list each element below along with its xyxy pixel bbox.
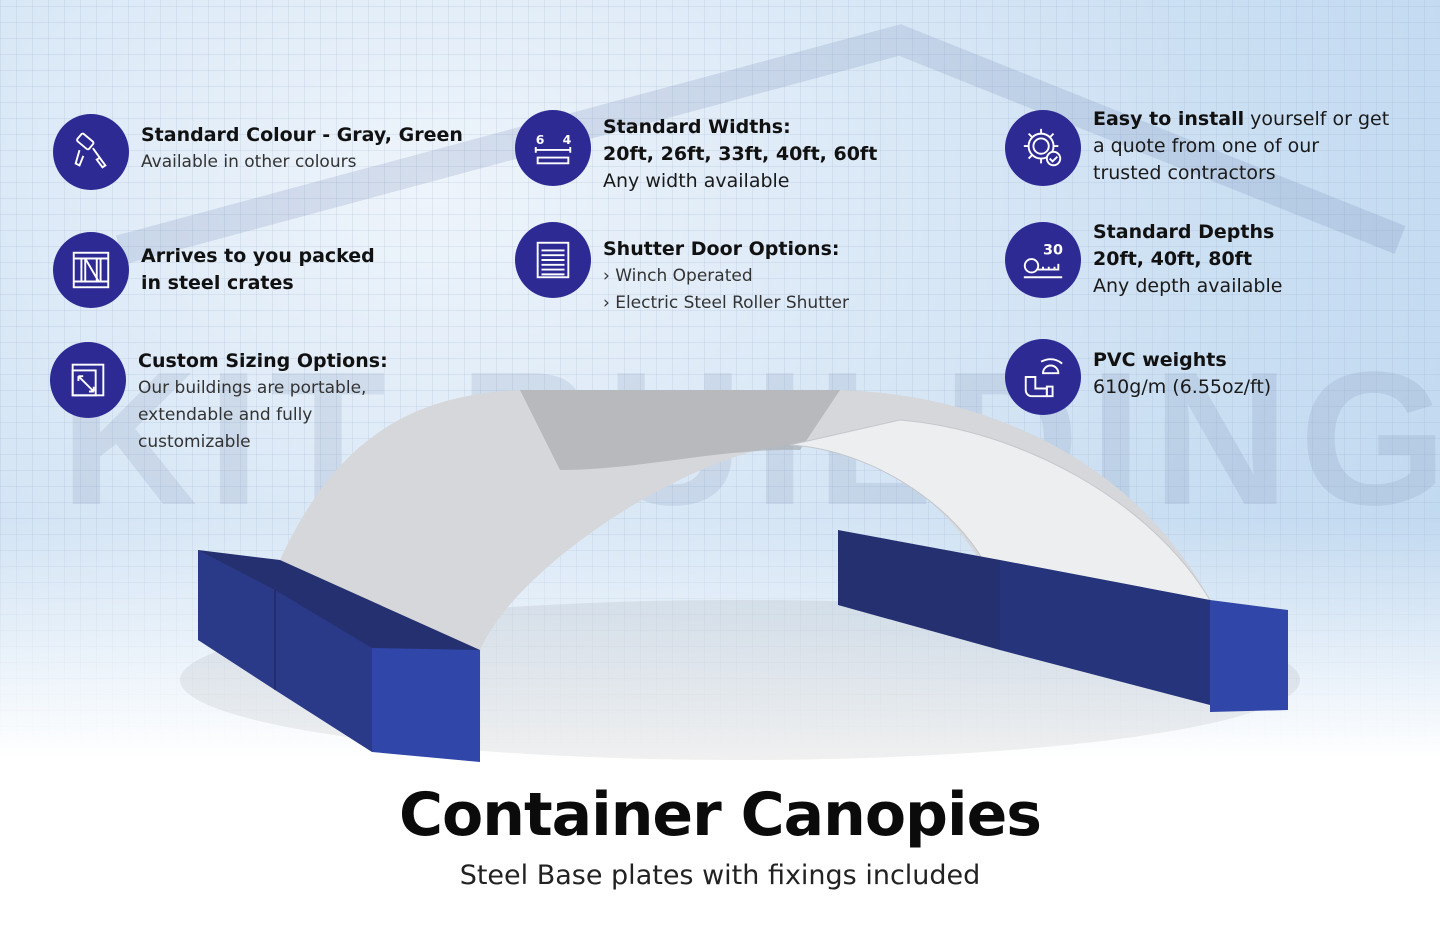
feature-title-line2: 20ft, 26ft, 33ft, 40ft, 60ft	[603, 143, 878, 165]
feature-text: 610g/m (6.55oz/ft)	[1093, 376, 1272, 398]
feature-custom-sizing: Custom Sizing Options: Our buildings are …	[50, 342, 388, 456]
feature-pvc-weights: PVC weights 610g/m (6.55oz/ft)	[1005, 339, 1271, 415]
gear-wrench-icon	[1005, 110, 1081, 186]
page-subtitle: Steel Base plates with fixings included	[459, 860, 981, 891]
feature-shutter-door: Shutter Door Options: › Winch Operated › E…	[515, 222, 849, 317]
svg-text:30: 30	[1043, 242, 1063, 258]
svg-text:4: 4	[563, 132, 572, 147]
feature-text: › Winch Operated	[603, 266, 753, 286]
feature-text: Available in other colours	[141, 152, 357, 172]
feature-title: Standard Widths:	[603, 116, 791, 138]
feature-easy-install: Easy to install yourself or get a quote f…	[1005, 108, 1390, 187]
resize-icon	[50, 342, 126, 418]
feature-text: yourself or get	[1244, 108, 1390, 130]
feature-title: Standard Colour - Gray, Green	[141, 124, 463, 146]
left-containers	[198, 550, 480, 762]
feature-text: customizable	[138, 432, 251, 452]
feature-title-line2: 20ft, 40ft, 80ft	[1093, 248, 1253, 270]
feature-packed-crates: Arrives to you packed in steel crates	[53, 232, 375, 308]
feature-title-line2: in steel crates	[141, 272, 294, 294]
feature-title: Shutter Door Options:	[603, 238, 840, 260]
feature-title: Standard Depths	[1093, 221, 1275, 243]
feature-text: Any depth available	[1093, 275, 1283, 297]
crate-icon	[53, 232, 129, 308]
page-title: Container Canopies	[399, 780, 1042, 850]
feature-title: Custom Sizing Options:	[138, 350, 388, 372]
feature-text: extendable and fully	[138, 405, 313, 425]
feature-text: Our buildings are portable,	[138, 378, 367, 398]
feature-text: › Electric Steel Roller Shutter	[603, 293, 849, 313]
feature-text: a quote from one of our	[1093, 135, 1320, 157]
svg-text:6: 6	[536, 132, 545, 147]
shutter-door-icon	[515, 222, 591, 298]
feature-title: PVC weights	[1093, 349, 1227, 371]
paint-roller-icon	[53, 114, 129, 190]
feature-text: Any width available	[603, 170, 790, 192]
feature-title: Easy to install	[1093, 108, 1245, 130]
feature-title: Arrives to you packed	[141, 245, 375, 267]
right-containers	[838, 530, 1288, 712]
tape-measure-icon: 30	[1005, 222, 1081, 298]
pvc-pipe-gauge-icon	[1005, 339, 1081, 415]
feature-text: trusted contractors	[1093, 162, 1276, 184]
